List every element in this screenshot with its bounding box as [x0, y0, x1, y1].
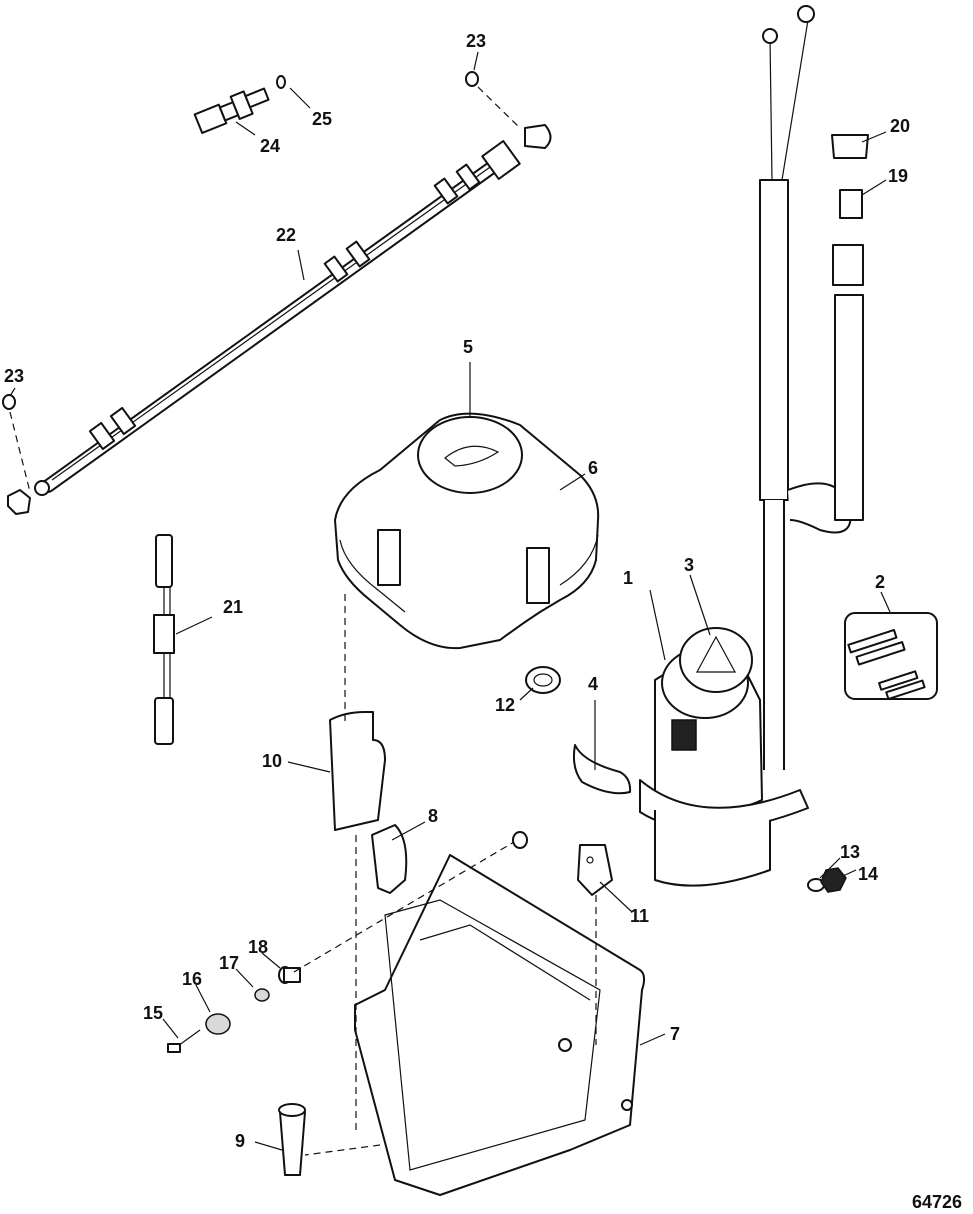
callout-3: 3 [684, 555, 694, 575]
wire-harness [153, 534, 175, 745]
power-cable [759, 5, 869, 770]
assembly-lines [9, 86, 597, 1156]
callout-19: 19 [888, 166, 908, 186]
callout-22: 22 [276, 225, 296, 245]
hose-assembly [34, 140, 521, 496]
callout-8: 8 [428, 806, 438, 826]
callout-10: 10 [262, 751, 282, 771]
callout-17: 17 [219, 953, 239, 973]
callout-2: 2 [875, 572, 885, 592]
callout-20: 20 [890, 116, 910, 136]
callout-9: 9 [235, 1131, 245, 1151]
fasteners [167, 831, 528, 1176]
callout-18: 18 [248, 937, 268, 957]
callout-1: 1 [623, 568, 633, 588]
callout-23-top: 23 [466, 31, 486, 51]
callout-14: 14 [858, 864, 878, 884]
callout-6: 6 [588, 458, 598, 478]
hose-clamp [525, 666, 561, 694]
callout-16: 16 [182, 969, 202, 989]
mounting-housing [354, 854, 646, 1196]
callout-labels: 1 2 3 4 5 6 7 8 9 10 11 12 13 14 15 16 1… [4, 31, 910, 1151]
callout-7: 7 [670, 1024, 680, 1044]
pump-reservoir-assembly [572, 627, 809, 887]
reservoir-cover [334, 412, 600, 650]
figure-number: 64726 [912, 1192, 962, 1212]
callout-15: 15 [143, 1003, 163, 1023]
callout-5: 5 [463, 337, 473, 357]
callout-4: 4 [588, 674, 598, 694]
brackets [329, 711, 613, 896]
leader-lines [9, 51, 891, 1151]
callout-21: 21 [223, 597, 243, 617]
terminal-kit [844, 612, 938, 700]
callout-23-left: 23 [4, 366, 24, 386]
callout-11: 11 [630, 906, 649, 926]
fitting-and-seals [2, 71, 552, 515]
washer-and-nut [807, 867, 847, 893]
callout-12: 12 [495, 695, 515, 715]
callout-25: 25 [312, 109, 332, 129]
callout-13: 13 [840, 842, 860, 862]
callout-24: 24 [260, 136, 280, 156]
